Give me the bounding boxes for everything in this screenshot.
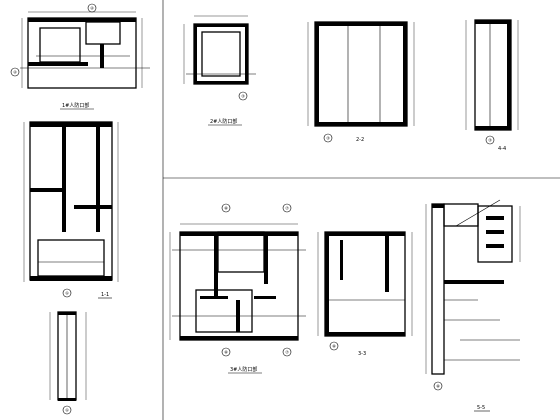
axis-marker: ①	[62, 405, 72, 415]
axis-marker: ③	[485, 135, 495, 145]
section-2-2-caption: 2-2	[356, 137, 364, 143]
axis-marker: ⑧	[221, 347, 231, 357]
section-2-2-drawing	[307, 21, 415, 127]
axis-label: ③	[326, 136, 330, 141]
section-3-3-caption: 3-3	[358, 351, 366, 357]
axis-label: ③	[241, 94, 245, 99]
axis-marker: ⑧	[433, 381, 443, 391]
axis-marker: ③	[238, 91, 248, 101]
section-4-4-drawing	[465, 19, 519, 131]
axis-label: ⑦	[285, 350, 289, 355]
axis-label: ①	[65, 291, 69, 296]
axis-marker: ①	[62, 288, 72, 298]
axis-marker: ⑦	[282, 347, 292, 357]
axis-marker: ⑧	[221, 203, 231, 213]
section-5-5-caption: 5-5	[477, 405, 485, 411]
plan-1-drawing	[20, 11, 150, 89]
detail-bottom-left	[49, 311, 87, 401]
axis-label: ⑧	[332, 344, 336, 349]
plan-2-caption: 2#人防口部	[210, 118, 237, 125]
plan-1-caption: 1#人防口部	[62, 102, 89, 109]
axis-label: ⑧	[436, 384, 440, 389]
section-4-4-caption: 4-4	[498, 146, 506, 152]
axis-label: ⑦	[285, 206, 289, 211]
axis-marker: ②	[87, 3, 97, 13]
section-1-1-drawing	[23, 121, 119, 282]
section-5-5-drawing	[425, 199, 521, 375]
axis-label: ①	[65, 408, 69, 413]
section-1-1-caption: 1-1	[101, 292, 109, 298]
section-3-3-drawing	[317, 231, 413, 337]
plan-3-drawing	[169, 223, 306, 341]
axis-label: ③	[488, 138, 492, 143]
axis-label: ②	[90, 6, 94, 11]
plan-2-drawing	[183, 15, 256, 85]
panel-dividers	[162, 0, 560, 420]
axis-label: ⑧	[224, 206, 228, 211]
axis-marker: ⑦	[282, 203, 292, 213]
plan-3-caption: 3#人防口部	[230, 366, 257, 373]
axis-label: ②	[13, 70, 17, 75]
axis-marker: ②	[10, 67, 20, 77]
axis-marker: ⑧	[329, 341, 339, 351]
axis-marker: ③	[323, 133, 333, 143]
axis-label: ⑧	[224, 350, 228, 355]
